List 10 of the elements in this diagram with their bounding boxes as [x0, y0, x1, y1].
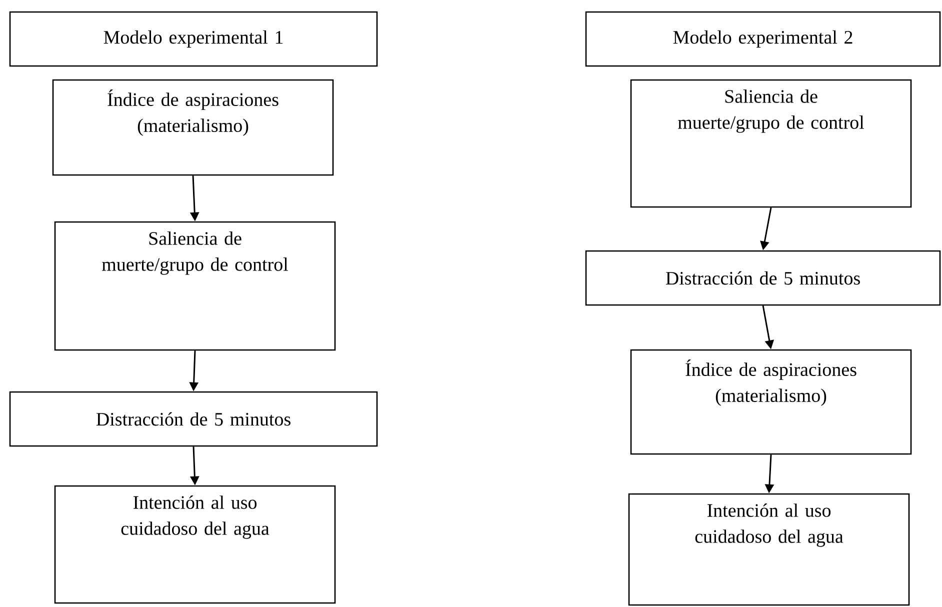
process-box: Saliencia de muerte/grupo de control: [54, 221, 336, 351]
process-box: Modelo experimental 2: [585, 11, 941, 67]
process-box: Intención al uso cuidadoso del agua: [54, 485, 336, 604]
process-box: Distracción de 5 minutos: [585, 250, 941, 306]
process-box: Modelo experimental 1: [9, 11, 378, 67]
process-box: Saliencia de muerte/grupo de control: [630, 79, 912, 208]
process-box: Distracción de 5 minutos: [9, 391, 378, 447]
process-box: Índice de aspiraciones (materialismo): [630, 349, 912, 455]
process-box: Intención al uso cuidadoso del agua: [628, 493, 910, 606]
process-box: Índice de aspiraciones (materialismo): [52, 79, 334, 176]
